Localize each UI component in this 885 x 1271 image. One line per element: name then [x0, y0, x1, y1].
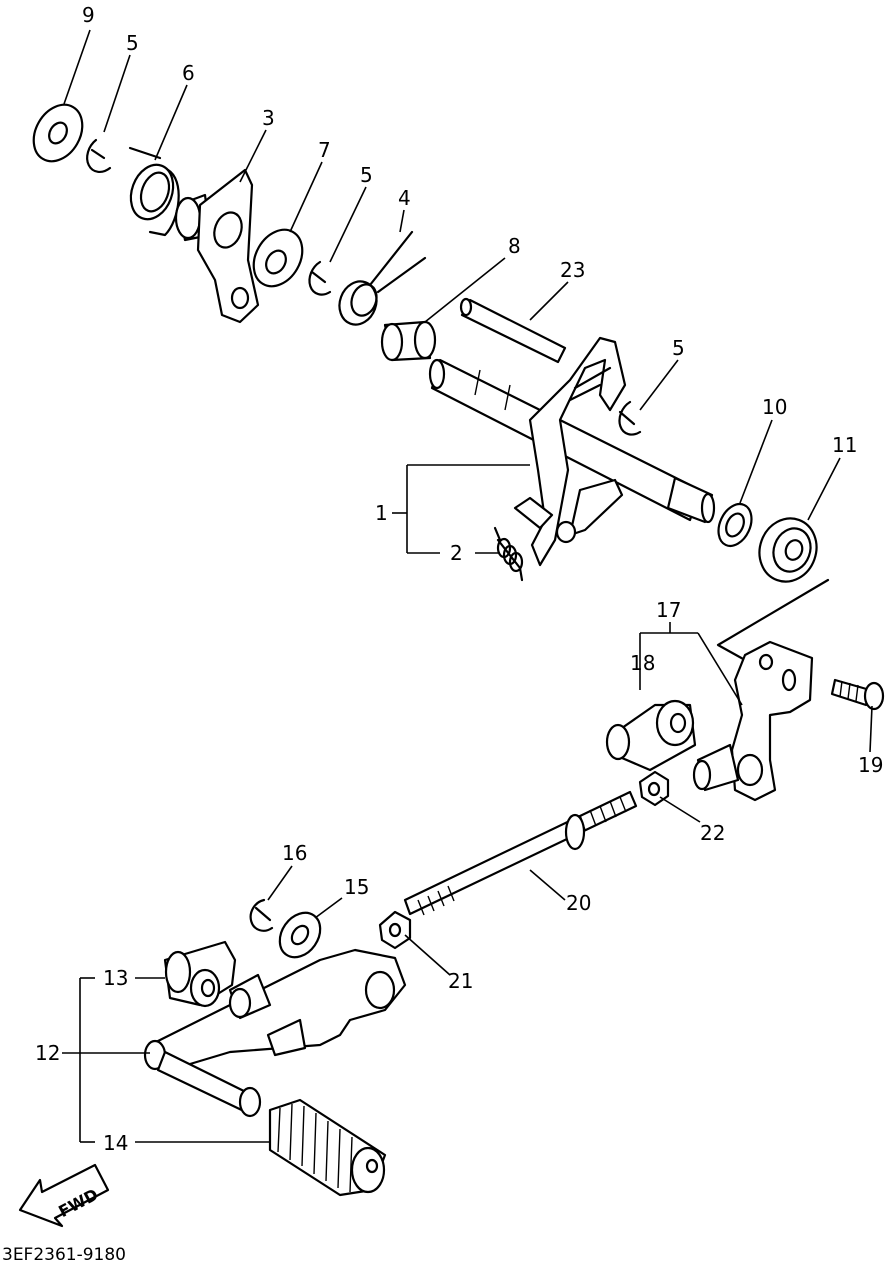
part-16-circlip	[249, 898, 274, 932]
part-17-shift-arm	[692, 640, 814, 802]
part-6-spring	[128, 146, 180, 237]
part-11-oil-seal	[758, 517, 818, 583]
leader-lines	[62, 29, 873, 1143]
part-12-shift-pedal	[143, 948, 407, 1118]
part-18-rod-end	[605, 699, 697, 772]
label-part-9: 9	[82, 3, 95, 27]
part-7-washer	[252, 228, 304, 288]
label-part-2: 2	[450, 541, 463, 565]
part-4-spring	[338, 230, 427, 326]
label-part-13: 13	[103, 966, 128, 990]
part-3-shift-arm	[174, 168, 260, 324]
part-21-nut	[378, 910, 412, 950]
part-5-circlip-top-left	[86, 138, 112, 173]
part-2-spring	[493, 526, 524, 582]
label-part-19: 19	[858, 753, 883, 777]
part-labels: 9 5 6 3 7 5 4 8 23 5 10 11 1 2 17 18 19 …	[35, 3, 883, 1155]
part-20-rod	[403, 790, 638, 916]
label-part-1: 1	[375, 501, 388, 525]
part-14-pedal-rubber	[268, 1098, 387, 1197]
part-5-circlip-right	[618, 400, 642, 436]
part-23-pin	[459, 297, 567, 364]
assembly-connection-line	[716, 578, 830, 662]
part-9-washer	[32, 103, 84, 163]
label-part-10: 10	[762, 395, 787, 419]
label-part-21: 21	[448, 969, 473, 993]
part-15-washer	[278, 911, 322, 959]
part-13-rod-end	[163, 940, 237, 1008]
label-part-12: 12	[35, 1041, 60, 1065]
label-part-5: 5	[672, 336, 685, 360]
label-part-5: 5	[126, 31, 139, 55]
label-part-23: 23	[560, 258, 585, 282]
label-part-18: 18	[630, 651, 655, 675]
label-part-4: 4	[398, 186, 411, 210]
label-part-5: 5	[360, 163, 373, 187]
label-part-17: 17	[656, 598, 681, 622]
part-10-washer	[717, 502, 753, 548]
part-19-bolt	[830, 678, 885, 711]
label-part-15: 15	[344, 875, 369, 899]
part-5-circlip-middle	[308, 260, 332, 296]
label-part-7: 7	[318, 138, 331, 162]
fwd-arrow: FWD	[18, 1163, 110, 1228]
part-1-shift-shaft	[428, 336, 716, 567]
label-part-22: 22	[700, 821, 725, 845]
label-part-16: 16	[282, 841, 307, 865]
label-part-6: 6	[182, 61, 195, 85]
part-8-collar	[380, 320, 437, 362]
label-part-14: 14	[103, 1131, 128, 1155]
label-part-20: 20	[566, 891, 591, 915]
drawing-code: 3EF2361-9180	[2, 1245, 126, 1265]
label-part-8: 8	[508, 234, 521, 258]
label-part-11: 11	[832, 433, 857, 457]
label-part-3: 3	[262, 106, 275, 130]
